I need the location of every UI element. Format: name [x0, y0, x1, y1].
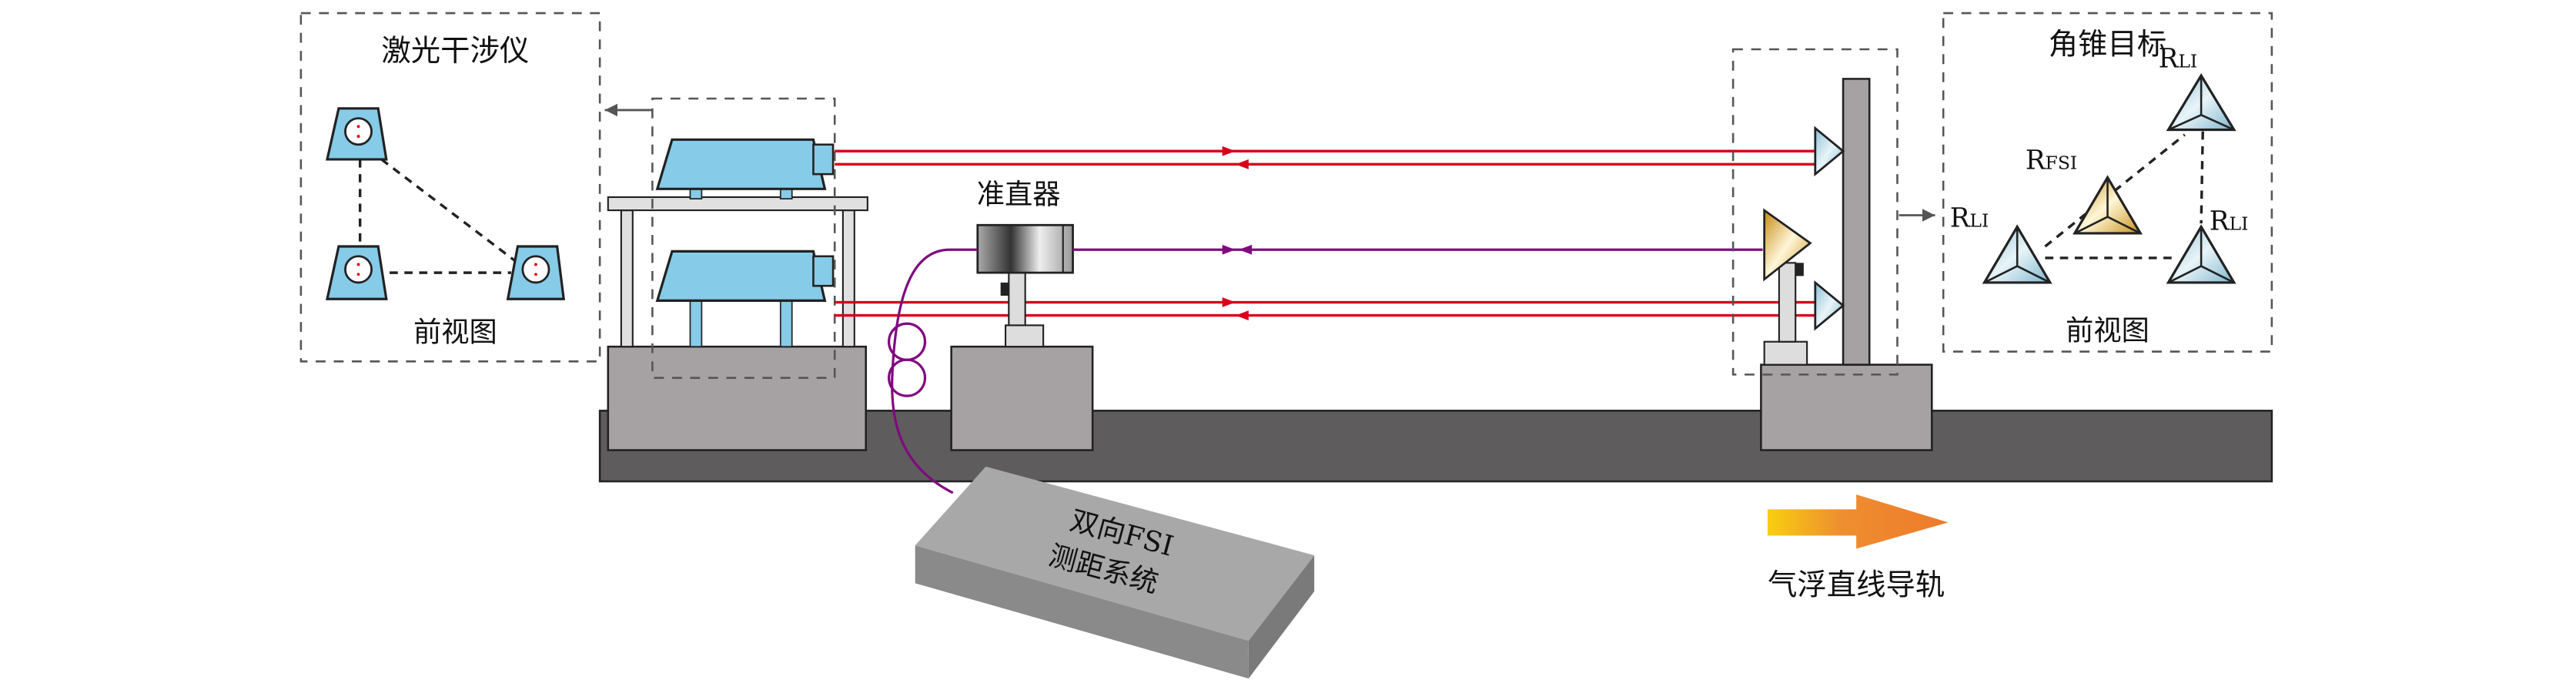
front-view-label-left: 前视图 — [413, 316, 497, 349]
blue-retroreflector-icon — [2166, 73, 2236, 132]
interferometer-front-view-inset: 激光干涉仪 前视图 — [299, 12, 601, 363]
target-front-view-inset: 角锥目标 RLI RLI RLI RFSI 前视图 — [1942, 12, 2273, 353]
target-title: 角锥目标 — [2049, 27, 2167, 62]
collimator: 准直器 — [950, 178, 1094, 451]
interferometer-head-icon — [506, 245, 566, 300]
r-fsi-label: RFSI — [2026, 146, 2077, 176]
interferometer-head-icon — [326, 245, 388, 300]
interferometer-highlight-box — [651, 97, 836, 379]
laser-beams — [835, 149, 1827, 317]
laser-interferometer-lower — [655, 250, 835, 347]
motion-direction-arrow-icon — [1767, 494, 1949, 549]
interferometer-stage — [607, 196, 868, 451]
blue-retroreflector-icon — [1814, 126, 1845, 177]
bidirectional-fsi-system: 双向FSI 测距系统 — [915, 466, 1315, 679]
front-view-label-right: 前视图 — [2066, 314, 2149, 347]
optical-fiber — [888, 248, 1763, 494]
interferometer-head-icon — [325, 107, 388, 161]
blue-retroreflector-icon — [1982, 224, 2052, 284]
fiber-direction-arrow-icons — [1222, 244, 1253, 255]
r-li-label-top: RLI — [2159, 43, 2198, 74]
beam-direction-arrow-icons — [1222, 146, 1249, 320]
gold-retroreflector-icon — [2073, 175, 2143, 235]
blue-retroreflector-icon — [1814, 280, 1845, 331]
collimator-label: 准直器 — [977, 178, 1061, 211]
laser-interferometer-upper — [655, 138, 835, 199]
target-carriage — [1760, 78, 1933, 451]
air-bearing-rail — [598, 410, 2273, 483]
r-li-label-left: RLI — [1950, 203, 1989, 233]
target-highlight-box — [1731, 48, 1899, 376]
blue-retroreflector-icon — [2166, 224, 2236, 284]
gold-retroreflector-icon — [1763, 208, 1812, 282]
interferometer-title: 激光干涉仪 — [381, 34, 529, 69]
rail-label: 气浮直线导轨 — [1768, 568, 1945, 602]
r-li-label-right: RLI — [2210, 206, 2249, 237]
